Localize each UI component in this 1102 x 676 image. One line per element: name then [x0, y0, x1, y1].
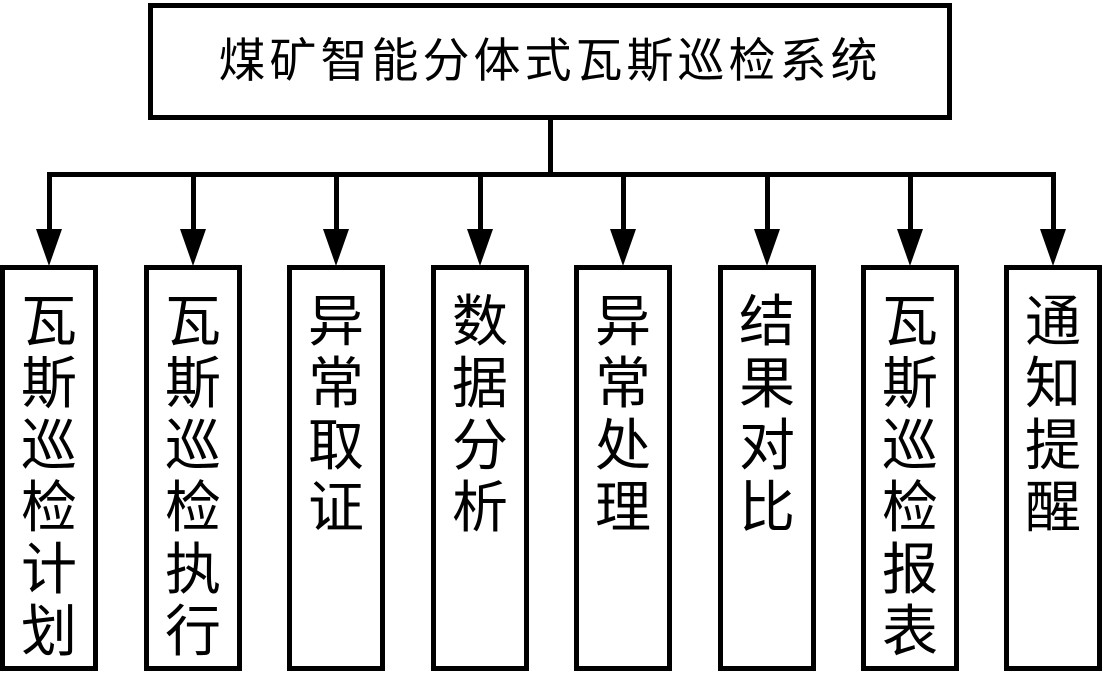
arrowhead-3 [323, 229, 349, 266]
leaf-node-6: 结果对比 [718, 265, 816, 671]
arrowhead-6 [754, 229, 780, 266]
leaf-node-5: 异常处理 [574, 265, 672, 671]
arrowhead-4 [467, 229, 493, 266]
drop-line-3 [334, 172, 339, 230]
leaf-node-label-5: 异常处理 [595, 290, 651, 541]
leaf-node-2: 瓦斯巡检执行 [144, 265, 242, 671]
leaf-node-label-7: 瓦斯巡检报表 [882, 290, 938, 665]
arrowhead-7 [897, 229, 923, 266]
arrowhead-8 [1040, 229, 1066, 266]
drop-line-7 [908, 172, 913, 230]
root-stem-connector [548, 118, 553, 174]
drop-line-8 [1051, 172, 1056, 230]
drop-line-2 [191, 172, 196, 230]
leaf-node-7: 瓦斯巡检报表 [861, 265, 959, 671]
drop-line-5 [621, 172, 626, 230]
leaf-node-label-1: 瓦斯巡检计划 [21, 290, 77, 665]
drop-line-6 [765, 172, 770, 230]
drop-line-4 [478, 172, 483, 230]
leaf-node-4: 数据分析 [431, 265, 529, 671]
leaf-node-label-6: 结果对比 [739, 290, 795, 541]
horizontal-bus-connector [47, 172, 1056, 177]
root-node-label: 煤矿智能分体式瓦斯巡检系统 [218, 34, 882, 89]
arrowhead-1 [36, 229, 62, 266]
leaf-node-8: 通知提醒 [1004, 265, 1102, 671]
drop-line-1 [47, 172, 52, 230]
arrowhead-2 [180, 229, 206, 266]
leaf-node-label-4: 数据分析 [452, 290, 508, 541]
leaf-node-label-3: 异常取证 [308, 290, 364, 541]
leaf-node-3: 异常取证 [287, 265, 385, 671]
leaf-node-label-2: 瓦斯巡检执行 [165, 290, 221, 665]
leaf-node-1: 瓦斯巡检计划 [0, 265, 98, 671]
root-node-system: 煤矿智能分体式瓦斯巡检系统 [148, 3, 952, 120]
leaf-node-label-8: 通知提醒 [1025, 290, 1081, 541]
arrowhead-5 [610, 229, 636, 266]
